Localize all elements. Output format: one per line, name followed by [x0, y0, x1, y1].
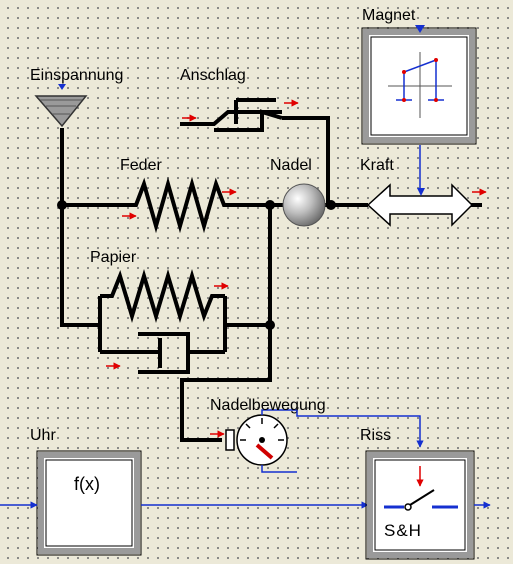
kraft-force-element[interactable] — [366, 183, 487, 227]
riss-function-text: S&H — [384, 521, 422, 540]
junction-dot — [326, 200, 336, 210]
label-nadel: Nadel — [270, 157, 312, 174]
label-riss: Riss — [360, 427, 391, 444]
label-anschlag: Anschlag — [180, 67, 246, 84]
junction-dots — [57, 200, 336, 330]
magnet-block[interactable] — [361, 25, 477, 145]
signal-port-icon — [415, 25, 425, 33]
label-feder: Feder — [120, 157, 162, 174]
anschlag-component[interactable] — [182, 98, 299, 132]
uhr-function-text: f(x) — [74, 474, 100, 494]
junction-dot — [265, 200, 275, 210]
label-einspannung: Einspannung — [30, 67, 123, 84]
einspannung-component[interactable] — [34, 84, 88, 128]
riss-block[interactable] — [365, 450, 475, 560]
nadel-mass-ball[interactable] — [282, 183, 326, 227]
junction-dot — [57, 200, 67, 210]
label-uhr: Uhr — [30, 427, 56, 444]
signal-line — [296, 410, 424, 448]
label-nadelbewegung: Nadelbewegung — [210, 397, 326, 414]
feder-spring[interactable] — [122, 176, 237, 234]
signal-port-icon — [58, 84, 66, 90]
label-magnet: Magnet — [362, 7, 416, 24]
nadelbewegung-sensor[interactable] — [210, 409, 297, 473]
label-kraft: Kraft — [360, 157, 394, 174]
signal-port-icon — [417, 188, 425, 196]
label-papier: Papier — [90, 249, 137, 266]
uhr-block[interactable] — [36, 450, 142, 556]
papier-spring-damper[interactable] — [98, 269, 229, 374]
junction-dot — [265, 320, 275, 330]
